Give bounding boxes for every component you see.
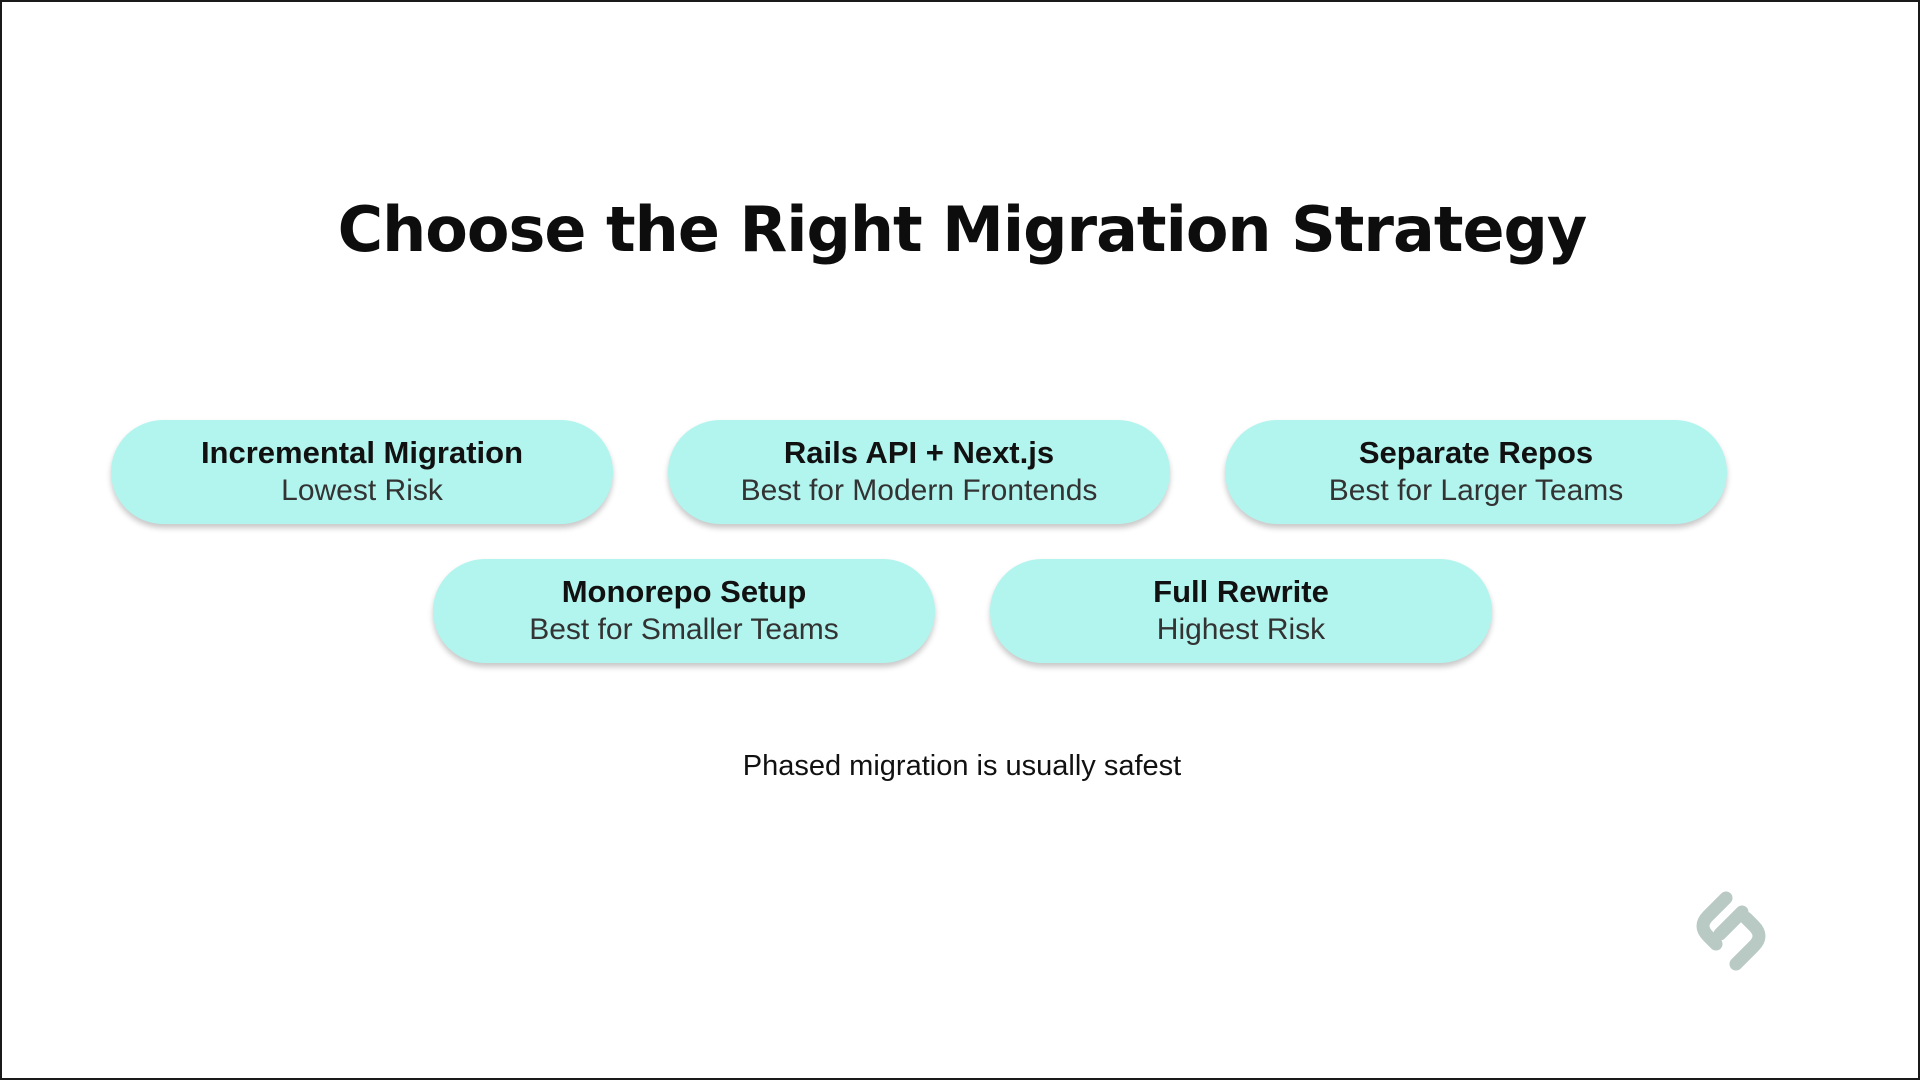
brand-link-logo-icon — [1696, 891, 1766, 971]
strategy-name: Incremental Migration — [200, 435, 524, 470]
strategy-pill-incremental-migration: Incremental Migration Lowest Risk — [111, 420, 613, 524]
footnote: Phased migration is usually safest — [742, 750, 1182, 782]
strategy-note: Lowest Risk — [281, 474, 443, 507]
strategy-name: Monorepo Setup — [561, 574, 807, 609]
strategy-pill-monorepo-setup: Monorepo Setup Best for Smaller Teams — [433, 559, 935, 663]
strategy-name: Full Rewrite — [1153, 574, 1329, 609]
strategy-pill-full-rewrite: Full Rewrite Highest Risk — [990, 559, 1492, 663]
strategy-pill-separate-repos: Separate Repos Best for Larger Teams — [1225, 420, 1727, 524]
strategy-note: Best for Larger Teams — [1328, 474, 1624, 507]
strategy-name: Rails API + Next.js — [783, 435, 1055, 470]
strategy-pill-rails-api-nextjs: Rails API + Next.js Best for Modern Fron… — [668, 420, 1170, 524]
strategy-note: Best for Smaller Teams — [529, 613, 839, 646]
strategy-note: Highest Risk — [1156, 613, 1326, 646]
slide-title: Choose the Right Migration Strategy — [337, 193, 1588, 266]
strategy-note: Best for Modern Frontends — [740, 474, 1098, 507]
strategy-name: Separate Repos — [1358, 435, 1594, 470]
